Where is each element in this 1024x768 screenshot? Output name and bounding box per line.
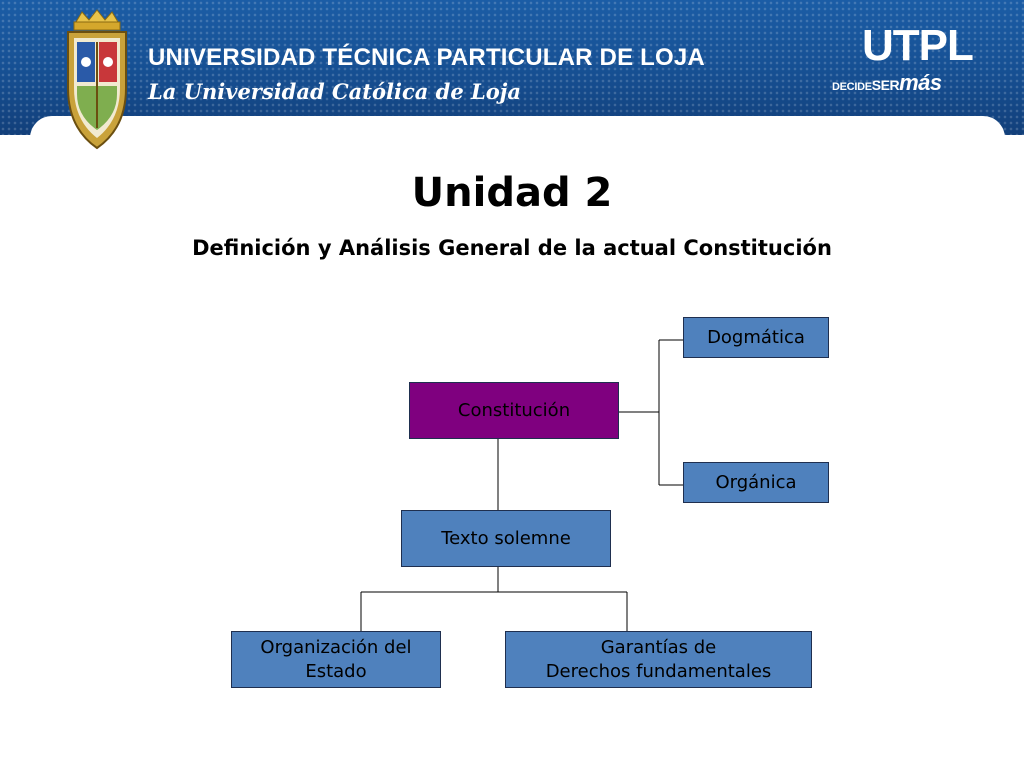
- university-name: UNIVERSIDAD TÉCNICA PARTICULAR DE LOJA: [148, 44, 705, 71]
- slogan-ser: SER: [871, 77, 900, 93]
- university-tagline: La Universidad Católica de Loja: [148, 79, 521, 104]
- brand-slogan: DECIDESERmás: [832, 72, 942, 94]
- slogan-decide: DECIDE: [832, 81, 872, 93]
- university-crest-icon: [67, 9, 127, 150]
- slide-title: Unidad 2: [411, 170, 613, 216]
- node-organizacion-estado: Organización del Estado: [231, 631, 441, 688]
- slogan-mas: más: [899, 70, 942, 95]
- node-constitucion: Constitución: [409, 382, 619, 439]
- node-garantias-derechos: Garantías de Derechos fundamentales: [505, 631, 812, 688]
- header-banner: [0, 0, 1024, 135]
- slide-subtitle: Definición y Análisis General de la actu…: [192, 236, 832, 260]
- node-texto-solemne: Texto solemne: [401, 510, 611, 567]
- node-organica: Orgánica: [683, 462, 829, 503]
- brand-logo-text: UTPL: [862, 21, 974, 70]
- node-dogmatica: Dogmática: [683, 317, 829, 358]
- header-curve: [30, 116, 1005, 156]
